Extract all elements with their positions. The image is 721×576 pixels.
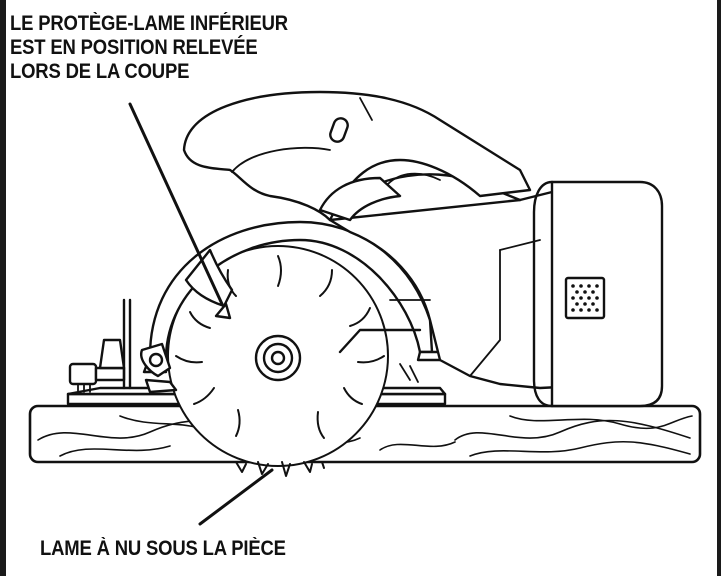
callout-guard-line-3: LORS DE LA COUPE — [10, 60, 190, 83]
battery-pack — [532, 180, 664, 408]
callout-guard-line-2: EST EN POSITION RELEVÉE — [10, 36, 258, 59]
leader-line-guard — [128, 102, 224, 306]
battery-grip-dots — [571, 284, 599, 312]
frame-border-right — [717, 0, 721, 576]
lower-blade-guard — [140, 248, 234, 394]
battery-grip-pattern — [564, 276, 606, 320]
callout-exposed-blade: LAME À NU SOUS LA PIÈCE — [40, 537, 286, 560]
exposed-blade-teeth — [235, 461, 325, 477]
callout-guard-raised: LE PROTÈGE-LAME INFÉRIEUR EST EN POSITIO… — [10, 12, 288, 84]
callout-guard-line-1: LE PROTÈGE-LAME INFÉRIEUR — [10, 12, 288, 35]
leader-line-blade — [198, 468, 274, 526]
frame-border-left — [0, 0, 6, 576]
depth-adjust-knob — [68, 298, 132, 393]
saw-handle — [182, 90, 532, 222]
